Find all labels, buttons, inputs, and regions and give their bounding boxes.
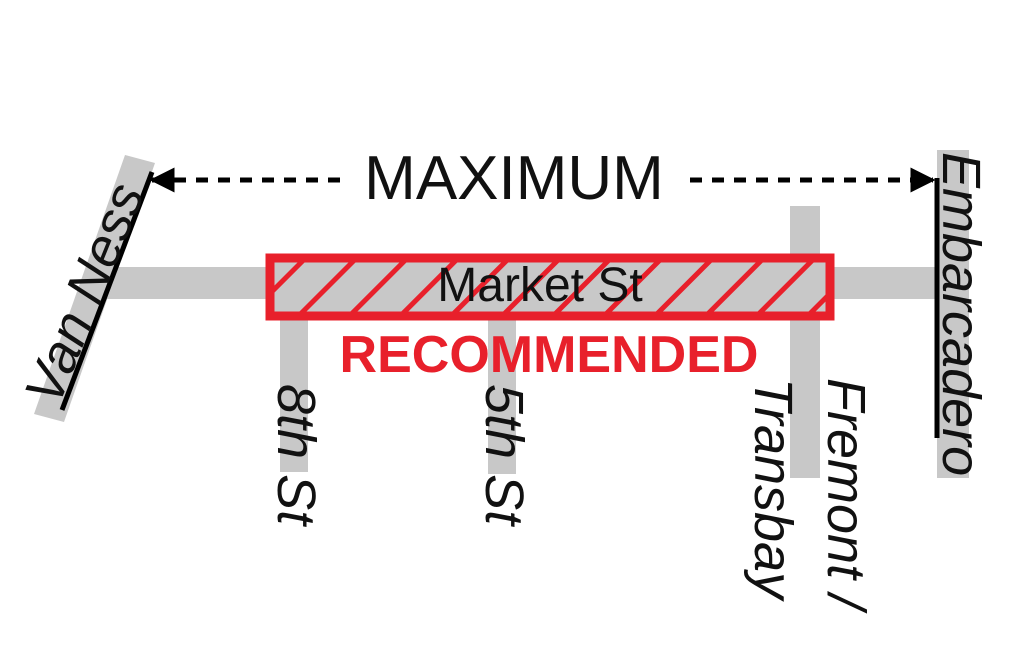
recommended-label: RECOMMENDED: [340, 326, 759, 384]
van-ness-road: [34, 155, 155, 422]
embarcadero-road: [937, 150, 969, 478]
recommended-segment: [265, 253, 835, 321]
5th-st-label: 5th St: [474, 384, 534, 527]
5th-st-road: [488, 300, 516, 474]
maximum-label: MAXIMUM: [364, 144, 664, 213]
fremont-label: Fremont /: [816, 378, 876, 614]
8th-st-label: 8th St: [266, 384, 326, 527]
van-ness-edge-line: [59, 171, 155, 411]
market-street-label: Market St: [437, 259, 642, 312]
transbay-label: Transbay: [743, 378, 803, 602]
embarcadero-label: Embarcadero: [931, 152, 991, 476]
fremont-transbay-road: [790, 206, 820, 478]
8th-st-road: [280, 300, 308, 472]
